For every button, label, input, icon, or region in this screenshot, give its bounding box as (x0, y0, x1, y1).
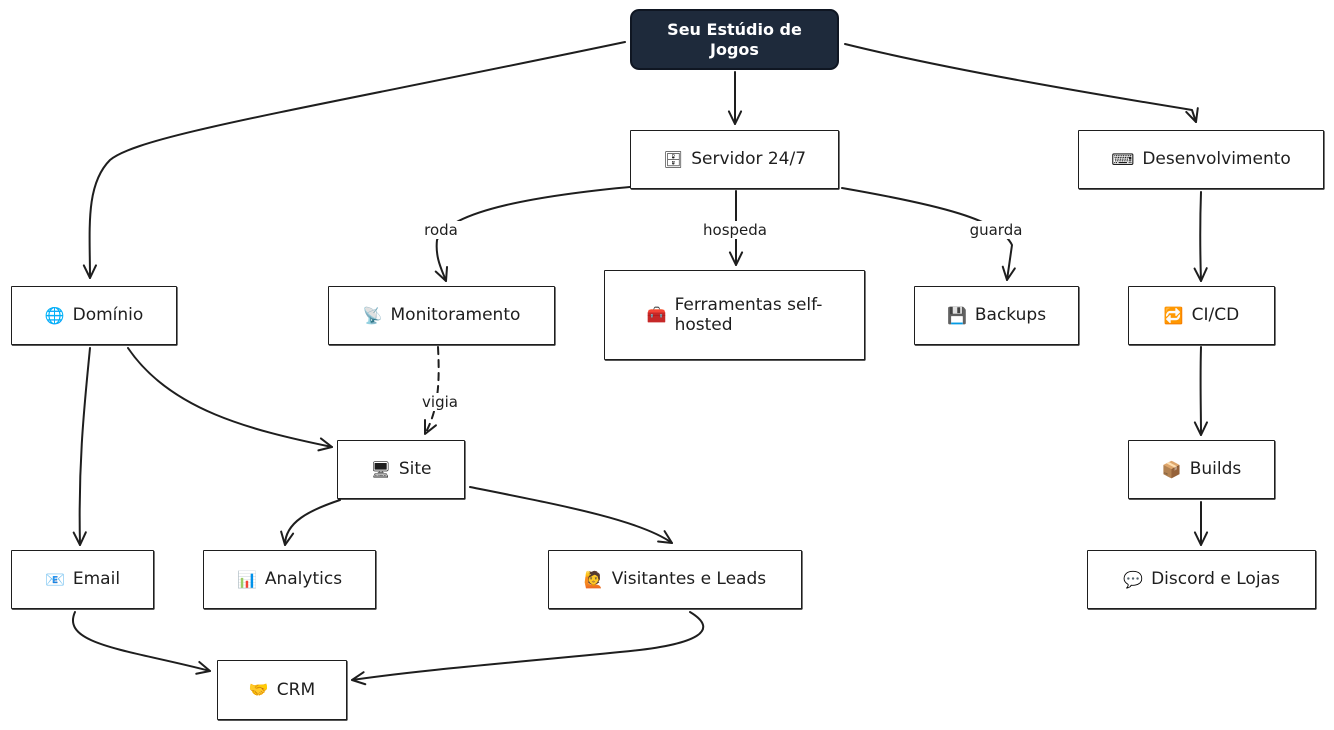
edge-label-vigia: vigia (419, 393, 461, 411)
edge-root-dev (844, 43, 1197, 123)
raising-hand-icon: 🙋 (583, 569, 604, 589)
node-label: Ferramentas self- hosted (674, 294, 823, 335)
arrowhead-builds-discord (1193, 531, 1209, 546)
arrowhead-servidor-monitor (434, 266, 449, 282)
node-label: Discord e Lojas (1151, 569, 1280, 590)
edge-servidor-backups (841, 187, 1013, 281)
arrowhead-dominio-site (317, 437, 333, 452)
node-label: Seu Estúdio de Jogos (667, 20, 802, 59)
node-visitantes-e-leads[interactable]: 🙋 Visitantes e Leads (548, 550, 802, 609)
node-label: Servidor 24/7 (691, 149, 807, 170)
node-label: Email (72, 569, 121, 590)
edge-label-roda: roda (421, 221, 461, 239)
edge-email-crm (72, 611, 211, 672)
arrowhead-root-servidor (727, 110, 743, 125)
node-label: CRM (276, 679, 316, 700)
edge-dominio-email (78, 347, 91, 546)
handshake-icon: 🤝 (248, 680, 269, 699)
floppy-disk-icon: 💾 (946, 305, 967, 325)
arrowhead-visitantes-crm (351, 671, 367, 686)
node-label: Domínio (72, 305, 144, 326)
arrowhead-root-dev (1185, 107, 1199, 123)
node-label: Visitantes e Leads (611, 569, 767, 590)
node-label: Analytics (264, 569, 343, 590)
bar-chart-icon: 📊 (236, 569, 257, 589)
arrowhead-servidor-ferramentas (728, 251, 744, 266)
edge-visitantes-crm (351, 611, 704, 681)
node-site[interactable]: 🖥 Site (337, 440, 465, 499)
node-label: Monitoramento (390, 305, 521, 326)
node-discord-e-lojas[interactable]: 💬 Discord e Lojas (1087, 550, 1316, 609)
edge-site-analytics (284, 499, 341, 546)
edge-site-visitantes (469, 486, 673, 544)
edge-dominio-site (127, 347, 333, 448)
node-ferramentas[interactable]: 🧰 Ferramentas self- hosted (604, 270, 865, 360)
node-backups[interactable]: 💾 Backups (914, 286, 1079, 345)
node-dominio[interactable]: 🌐 Domínio (11, 286, 177, 345)
package-icon: 📦 (1161, 459, 1182, 479)
arrowhead-site-visitantes (657, 530, 673, 544)
edge-label-guarda: guarda (966, 221, 1026, 239)
envelope-icon: 📧 (44, 569, 65, 589)
edge-root-dominio (88, 41, 626, 279)
server-icon: 🗄 (662, 149, 684, 169)
arrowhead-dominio-email (72, 531, 87, 546)
speech-bubble-icon: 💬 (1123, 569, 1144, 589)
edge-dev-cicd (1199, 191, 1202, 282)
arrowhead-dev-cicd (1193, 267, 1208, 282)
edge-servidor-monitor (435, 185, 641, 282)
node-label: Desenvolvimento (1142, 149, 1291, 170)
node-label: CI/CD (1191, 305, 1240, 326)
arrowhead-root-dominio (82, 264, 98, 279)
arrowhead-site-analytics (280, 530, 295, 546)
node-monitoramento[interactable]: 📡 Monitoramento (328, 286, 555, 345)
toolbox-icon: 🧰 (646, 305, 667, 324)
node-email[interactable]: 📧 Email (11, 550, 154, 609)
node-cicd[interactable]: 🔁 CI/CD (1128, 286, 1275, 345)
node-label: Builds (1189, 459, 1242, 480)
satellite-antenna-icon: 📡 (362, 305, 383, 325)
node-label: Site (398, 459, 432, 480)
node-seu-estudio-de-jogos[interactable]: Seu Estúdio de Jogos (630, 9, 839, 70)
node-desenvolvimento[interactable]: ⌨ Desenvolvimento (1078, 130, 1324, 189)
keyboard-icon: ⌨ (1111, 149, 1135, 169)
arrowhead-monitor-site (423, 419, 437, 435)
arrowhead-email-crm (195, 660, 211, 675)
edge-monitor-site (424, 346, 440, 435)
node-label: Backups (974, 305, 1047, 326)
node-builds[interactable]: 📦 Builds (1128, 440, 1275, 499)
edge-label-hospeda: hospeda (700, 221, 770, 239)
node-analytics[interactable]: 📊 Analytics (203, 550, 376, 609)
monitor-icon: 🖥 (370, 459, 391, 479)
arrowhead-servidor-backups (1001, 265, 1016, 281)
node-crm[interactable]: 🤝 CRM (217, 660, 347, 720)
globe-icon: 🌐 (44, 305, 65, 325)
node-servidor[interactable]: 🗄 Servidor 24/7 (630, 130, 839, 189)
arrowhead-cicd-builds (1193, 421, 1209, 436)
repeat-icon: 🔁 (1163, 305, 1184, 325)
